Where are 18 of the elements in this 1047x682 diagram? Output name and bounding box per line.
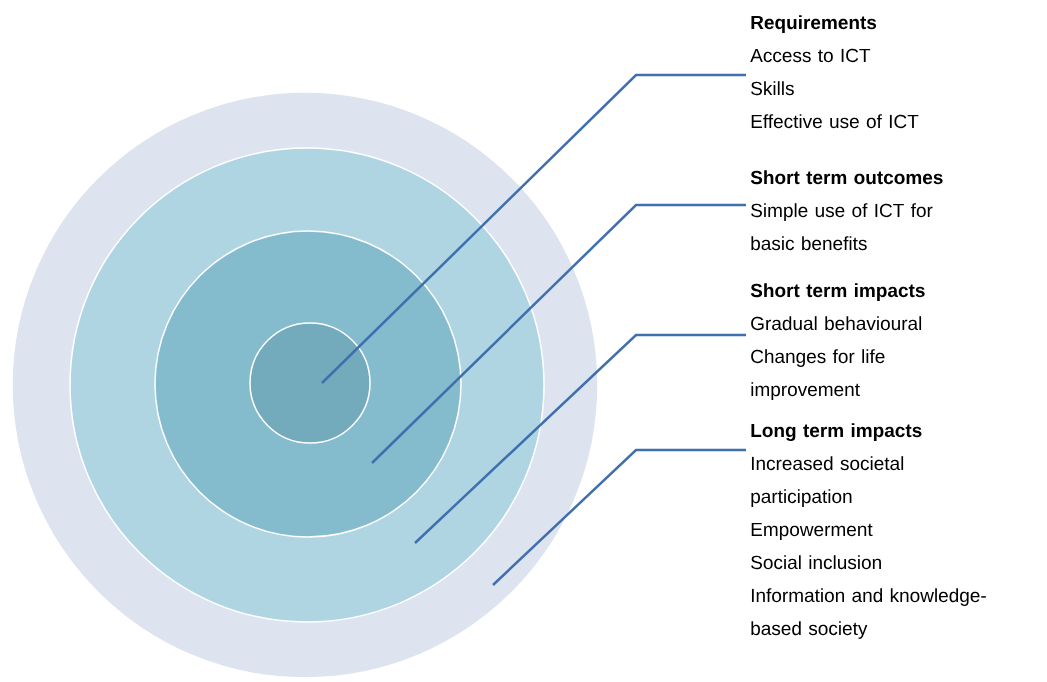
- leader-line: [371, 203, 746, 464]
- section-heading: Requirements: [751, 15, 877, 33]
- list-item: Information and knowledge-based society: [751, 588, 986, 639]
- list-item: Effective use of ICT: [751, 114, 919, 129]
- list-item: Gradual behavioural Changes for life improvement: [751, 316, 922, 400]
- list-item: Skills: [751, 81, 794, 96]
- list-item: Social inclusion: [751, 555, 881, 570]
- list-item: Increased societal participation: [751, 456, 904, 507]
- section-heading: Short term impacts: [750, 283, 925, 301]
- list-item: Access to ICT: [750, 48, 871, 63]
- leader-line: [321, 73, 746, 384]
- list-item: Simple use of ICT for basic benefits: [751, 203, 933, 251]
- section-heading: Short term outcomes: [750, 170, 943, 185]
- leader-line: [492, 448, 746, 586]
- target-circle: [249, 322, 371, 444]
- list-item: Empowerment: [751, 522, 873, 540]
- leader-line: [414, 333, 746, 544]
- section-heading: Long term impacts: [751, 423, 922, 441]
